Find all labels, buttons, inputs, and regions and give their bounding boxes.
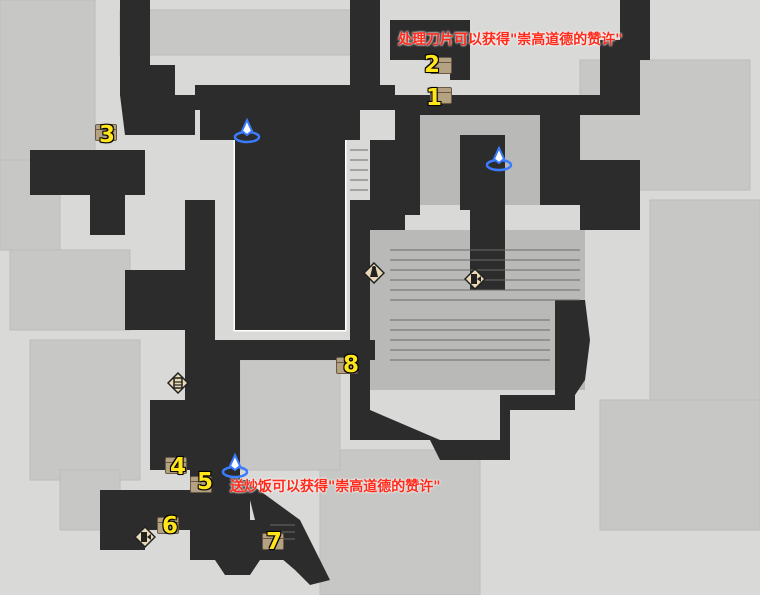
teleport-icon[interactable] — [232, 117, 262, 147]
marker-label-5: 5 — [197, 469, 214, 495]
chest-marker-4[interactable] — [165, 457, 187, 474]
exit-door-icon[interactable] — [464, 268, 486, 290]
marker-label-6: 6 — [162, 513, 179, 539]
chest-marker-7[interactable] — [262, 533, 284, 550]
marker-label-7: 7 — [266, 529, 283, 555]
exit-door-icon[interactable] — [134, 526, 156, 548]
chest-marker-2[interactable] — [430, 57, 452, 74]
stairs — [270, 149, 580, 540]
marker-label-1: 1 — [426, 85, 443, 111]
shop-icon[interactable] — [167, 372, 189, 394]
marker-label-3: 3 — [99, 122, 116, 148]
marker-label-8: 8 — [343, 352, 360, 378]
chest-marker-6[interactable] — [157, 517, 179, 534]
chest-marker-3[interactable] — [95, 124, 117, 141]
marker-label-4: 4 — [170, 454, 187, 480]
fried-rice-annotation: 送炒饭可以获得"崇高道德的赞许" — [230, 479, 441, 495]
chest-marker-1[interactable] — [430, 87, 452, 104]
chest-marker-5[interactable] — [190, 476, 212, 493]
blade-annotation: 处理刀片可以获得"崇高道德的赞许" — [398, 32, 623, 48]
merchant-icon[interactable] — [363, 262, 385, 284]
marker-label-2: 2 — [424, 52, 441, 78]
teleport-icon[interactable] — [220, 452, 250, 482]
teleport-icon[interactable] — [484, 145, 514, 175]
chest-marker-8[interactable] — [336, 357, 358, 374]
